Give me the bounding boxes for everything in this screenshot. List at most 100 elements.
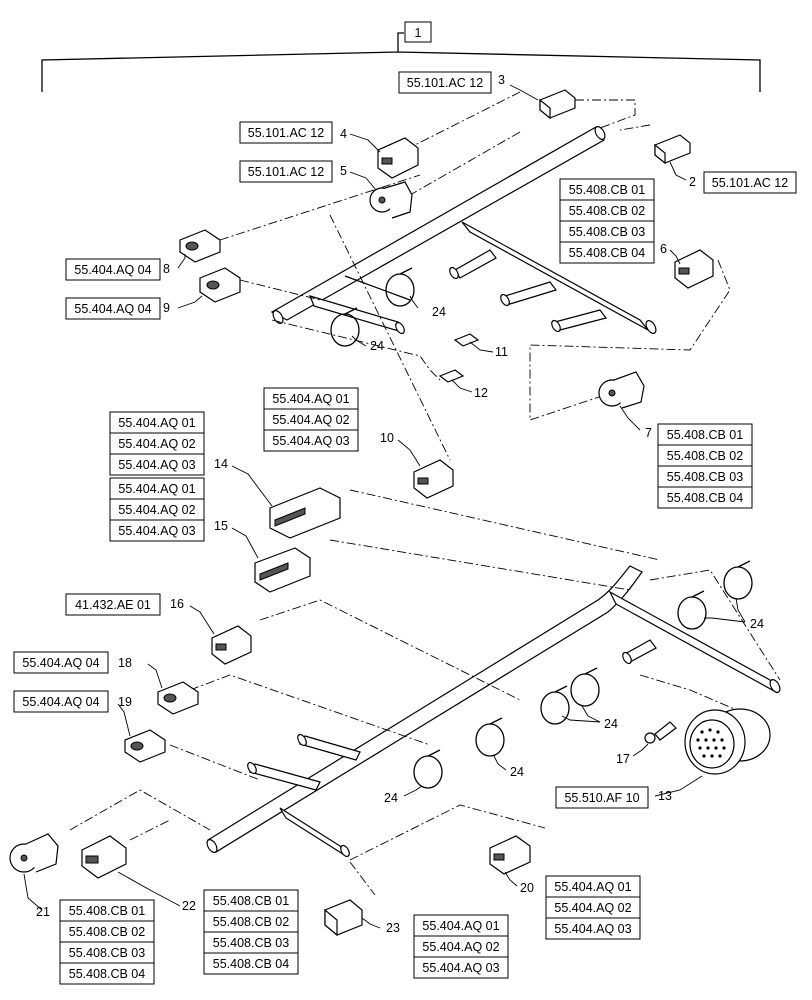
connector-2[interactable]: [654, 134, 691, 165]
connector-9-face: [206, 280, 220, 290]
connector-14[interactable]: [269, 487, 341, 539]
ref-box-7-3[interactable]: 55.408.CB 03: [657, 465, 753, 488]
connector-22[interactable]: [81, 835, 127, 879]
connector-7[interactable]: [598, 371, 645, 409]
connector-4[interactable]: [377, 137, 419, 179]
connector-9[interactable]: [199, 267, 241, 303]
ref-box-21-3[interactable]: 55.408.CB 03: [59, 941, 155, 964]
connector-5[interactable]: [369, 181, 413, 219]
ref-box-7-4[interactable]: 55.408.CB 04: [657, 486, 753, 509]
terminal-17[interactable]: [644, 721, 677, 744]
dash-21: [69, 789, 211, 831]
cable-tie-24e[interactable]: [475, 717, 505, 757]
ref-box-9-1[interactable]: 55.404.AQ 04: [65, 297, 161, 320]
connector-8[interactable]: [179, 229, 221, 263]
terminal-12[interactable]: [438, 369, 465, 383]
ref-box-20-1[interactable]: 55.404.AQ 01: [545, 875, 641, 898]
connector-16[interactable]: [211, 625, 252, 665]
cable-tie-24d-loop: [540, 691, 570, 725]
ref-box-6-1[interactable]: 55.408.CB 01: [559, 178, 655, 201]
lower-branch-right: [608, 590, 778, 694]
ref-box-3-1[interactable]: 55.101.AC 12: [398, 71, 492, 94]
ref-box-22-2[interactable]: 55.408.CB 02: [203, 910, 299, 933]
connector-6[interactable]: [674, 249, 714, 289]
ref-box-10-1[interactable]: 55.404.AQ 01: [263, 387, 359, 410]
connector-21[interactable]: [9, 833, 59, 873]
connector-16-face: [215, 643, 227, 651]
dash-15: [329, 539, 631, 591]
connector-18[interactable]: [157, 681, 199, 715]
ref-box-21-2[interactable]: 55.408.CB 02: [59, 920, 155, 943]
ref-box-text: 55.404.AQ 04: [22, 695, 99, 709]
ref-box-text: 55.404.AQ 04: [74, 263, 151, 277]
ref-box-4-1[interactable]: 55.101.AC 12: [239, 121, 333, 144]
ref-box-16-1[interactable]: 41.432.AE 01: [65, 593, 161, 616]
cable-tie-24f[interactable]: [413, 749, 443, 789]
lower-stub-b-end: [247, 761, 257, 775]
ref-box-8-1[interactable]: 55.404.AQ 04: [65, 258, 161, 281]
ref-box-19-1[interactable]: 55.404.AQ 04: [13, 690, 109, 713]
cable-tie-24a[interactable]: [385, 267, 415, 307]
ref-box-15-1[interactable]: 55.404.AQ 01: [109, 477, 205, 500]
dash-22: [129, 819, 171, 841]
ref-box-23-1[interactable]: 55.404.AQ 01: [413, 914, 509, 937]
ref-box-5-1[interactable]: 55.101.AC 12: [239, 160, 333, 183]
ref-box-6-3[interactable]: 55.408.CB 03: [559, 220, 655, 243]
ref-box-20-2[interactable]: 55.404.AQ 02: [545, 896, 641, 919]
callout-20: 20: [520, 881, 534, 895]
cable-tie-24d[interactable]: [540, 667, 600, 725]
ref-box-14-3[interactable]: 55.404.AQ 03: [109, 453, 205, 476]
connector-10[interactable]: [413, 459, 454, 499]
connector-20-face: [493, 853, 505, 861]
dash-23: [349, 861, 376, 896]
leader-lines: [69, 91, 781, 896]
callout-12: 12: [474, 386, 488, 400]
ref-box-22-4[interactable]: 55.408.CB 04: [203, 952, 299, 975]
ref-box-frame: [398, 71, 492, 94]
connector-23[interactable]: [324, 899, 363, 937]
connector-20[interactable]: [489, 835, 531, 875]
ref-box-21-1[interactable]: 55.408.CB 01: [59, 899, 155, 922]
ref-box-21-4[interactable]: 55.408.CB 04: [59, 962, 155, 985]
connector-13-insert: [689, 719, 735, 769]
ref-box-18-1[interactable]: 55.404.AQ 04: [13, 651, 109, 674]
connector-19-face: [130, 741, 144, 751]
ref-box-15-2[interactable]: 55.404.AQ 02: [109, 498, 205, 521]
ref-box-22-3[interactable]: 55.408.CB 03: [203, 931, 299, 954]
terminal-11[interactable]: [453, 333, 480, 347]
dash-18: [189, 674, 431, 746]
ref-box-13-1[interactable]: 55.510.AF 10: [555, 786, 649, 809]
ref-box-6-4[interactable]: 55.408.CB 04: [559, 241, 655, 264]
ref-box-23-3[interactable]: 55.404.AQ 03: [413, 956, 509, 979]
ref-box-22-1[interactable]: 55.408.CB 01: [203, 889, 299, 912]
connector-13[interactable]: [684, 708, 771, 775]
connector-3[interactable]: [539, 89, 576, 120]
cable-tie-24c[interactable]: [677, 560, 753, 630]
ref-box-2-1[interactable]: 55.101.AC 12: [703, 171, 797, 194]
ref-box-6-2[interactable]: 55.408.CB 02: [559, 199, 655, 222]
connector-19[interactable]: [124, 729, 166, 763]
connector-7-body: [613, 371, 645, 409]
ref-box-10-2[interactable]: 55.404.AQ 02: [263, 408, 359, 431]
upper-branch-left: [308, 295, 404, 333]
ref-box-14-2[interactable]: 55.404.AQ 02: [109, 432, 205, 455]
cable-tie-24f-tail: [427, 749, 441, 757]
ref-box-frame: [413, 956, 509, 979]
leader-9: [177, 295, 203, 309]
ref-box-text: 55.404.AQ 01: [118, 416, 195, 430]
ref-box-15-3[interactable]: 55.404.AQ 03: [109, 519, 205, 542]
cable-tie-24c-loop: [723, 566, 753, 600]
ref-box-7-2[interactable]: 55.408.CB 02: [657, 444, 753, 467]
cable-tie-24b[interactable]: [330, 307, 360, 347]
ref-box-text: 55.510.AF 10: [564, 791, 639, 805]
connector-15[interactable]: [254, 547, 311, 593]
assembly-bracket-line: [41, 32, 761, 92]
terminal-17-barrel: [654, 721, 677, 741]
ref-box-20-3[interactable]: 55.404.AQ 03: [545, 917, 641, 940]
ref-box-23-2[interactable]: 55.404.AQ 02: [413, 935, 509, 958]
ref-box-7-1[interactable]: 55.408.CB 01: [657, 423, 753, 446]
ref-box-10-3[interactable]: 55.404.AQ 03: [263, 429, 359, 452]
ref-box-14-1[interactable]: 55.404.AQ 01: [109, 411, 205, 434]
ref-box-frame: [239, 121, 333, 144]
